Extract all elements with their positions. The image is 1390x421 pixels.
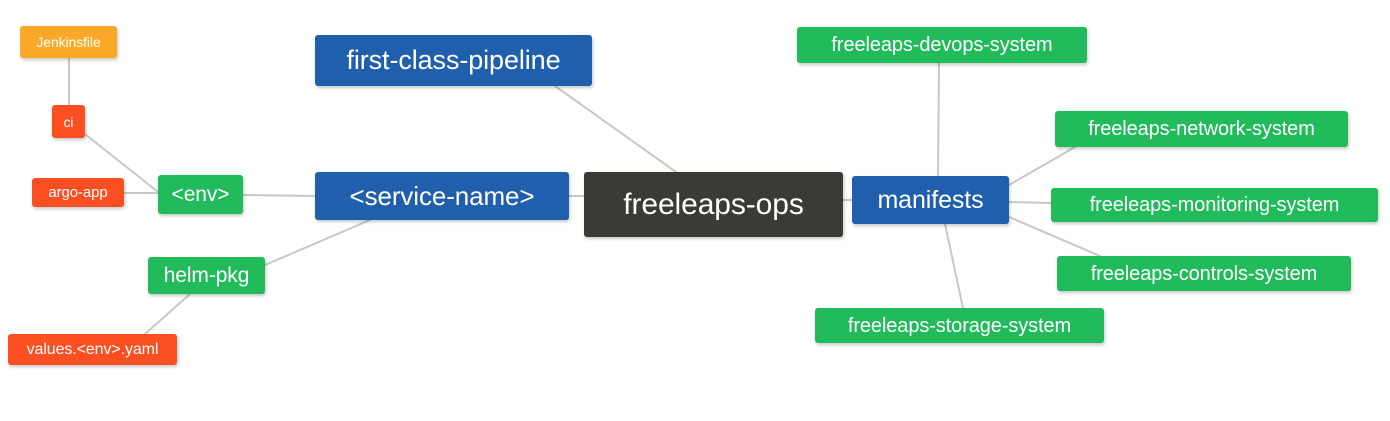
node-label-argo-app: argo-app (48, 184, 108, 201)
node-label-first-class-pipeline: first-class-pipeline (346, 45, 561, 75)
node-ci[interactable]: ci (52, 105, 85, 138)
node-label-manifests: manifests (877, 185, 984, 214)
node-first-class-pipeline[interactable]: first-class-pipeline (315, 35, 592, 86)
node-label-devops-system: freeleaps-devops-system (831, 34, 1053, 56)
edge-manifests-to-controls-system (1008, 216, 1101, 257)
node-helm-pkg[interactable]: helm-pkg (148, 257, 265, 294)
node-values-yaml[interactable]: values.<env>.yaml (8, 334, 177, 365)
node-storage-system[interactable]: freeleaps-storage-system (815, 308, 1104, 343)
node-label-values-yaml: values.<env>.yaml (26, 340, 159, 358)
node-label-monitoring-system: freeleaps-monitoring-system (1089, 194, 1340, 216)
node-env[interactable]: <env> (158, 175, 243, 214)
node-monitoring-system[interactable]: freeleaps-monitoring-system (1051, 188, 1378, 222)
node-label-storage-system: freeleaps-storage-system (847, 314, 1072, 337)
node-freeleaps-ops[interactable]: freeleaps-ops (584, 172, 843, 237)
edge-values-yaml-to-helm-pkg (144, 293, 191, 335)
node-devops-system[interactable]: freeleaps-devops-system (797, 27, 1087, 63)
node-label-helm-pkg: helm-pkg (163, 264, 250, 287)
edge-manifests-to-network-system (1008, 146, 1076, 186)
node-jenkinsfile[interactable]: Jenkinsfile (20, 26, 117, 58)
node-service-name[interactable]: <service-name> (315, 172, 569, 220)
node-label-network-system: freeleaps-network-system (1088, 118, 1315, 140)
edge-env-to-service-name (242, 194, 316, 197)
node-label-ci: ci (63, 113, 74, 130)
node-label-freeleaps-ops: freeleaps-ops (623, 187, 804, 221)
node-label-service-name: <service-name> (349, 181, 535, 211)
node-manifests[interactable]: manifests (852, 176, 1009, 224)
edge-manifests-to-devops-system (937, 62, 940, 177)
edge-manifests-to-monitoring-system (1008, 201, 1052, 204)
edge-manifests-to-storage-system (944, 223, 964, 309)
node-network-system[interactable]: freeleaps-network-system (1055, 111, 1348, 147)
edge-first-class-pipeline-to-freeleaps-ops (554, 85, 677, 173)
node-label-env: <env> (171, 183, 230, 206)
node-label-jenkinsfile: Jenkinsfile (36, 34, 101, 50)
node-argo-app[interactable]: argo-app (32, 178, 124, 207)
node-label-controls-system: freeleaps-controls-system (1090, 262, 1318, 285)
edge-helm-pkg-to-service-name (264, 219, 371, 266)
node-controls-system[interactable]: freeleaps-controls-system (1057, 256, 1351, 291)
